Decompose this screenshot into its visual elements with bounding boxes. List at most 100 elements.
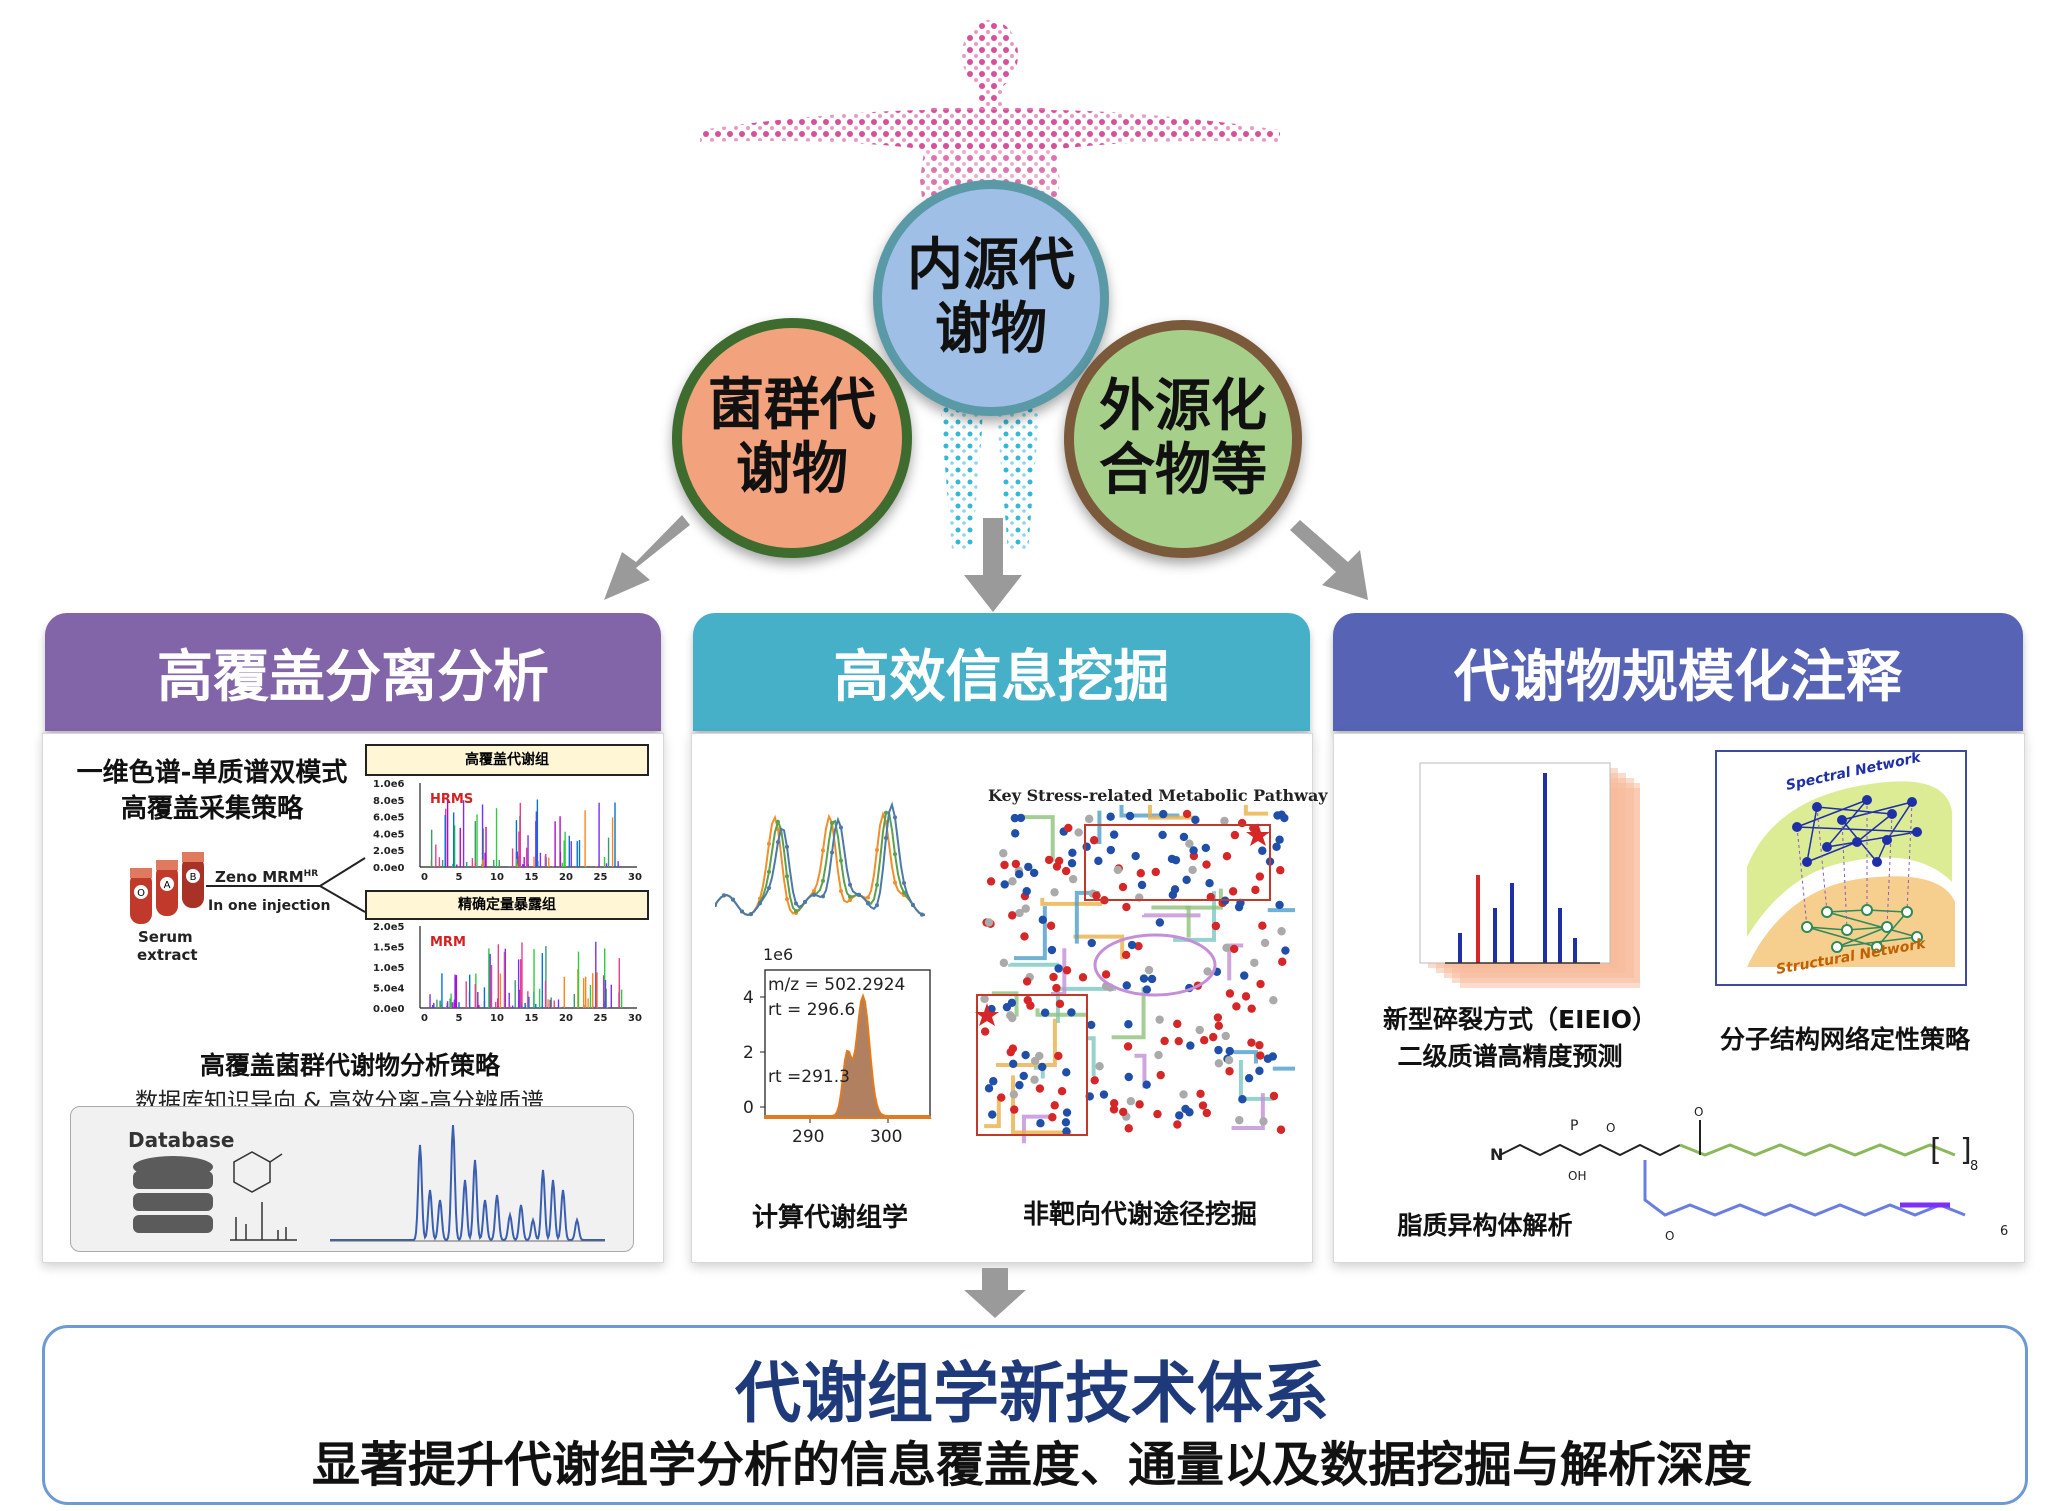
structural-layer [1747, 876, 1955, 967]
pathway-node [1008, 911, 1017, 920]
pathway-node [1054, 964, 1063, 973]
pathway-node [1064, 823, 1073, 833]
tube-label-o: O [137, 888, 145, 899]
peak-point [848, 882, 852, 887]
pathway-edge [1097, 810, 1102, 844]
network-edge [1806, 841, 1858, 863]
pathway-node [1006, 1011, 1015, 1020]
pathway-node [1251, 885, 1260, 895]
pathway-node [1277, 927, 1286, 936]
rt1-label: rt = 296.6 [768, 1000, 855, 1020]
rt2-label: rt =291.3 [768, 1067, 850, 1087]
caption-network: 分子结构网络定性策略 [1719, 1025, 1970, 1054]
pathway-node [1084, 814, 1094, 824]
peak-point [776, 840, 780, 845]
pathway-node [1022, 977, 1032, 986]
peak-point [875, 848, 879, 853]
pathway-node [1142, 1080, 1151, 1089]
pathway-node [1182, 875, 1191, 885]
database-chromatogram [330, 1124, 605, 1242]
nitrogen-atom: N [1490, 1145, 1503, 1164]
pathway-node [984, 918, 994, 927]
pathway-node [1250, 958, 1259, 967]
pathway-node [1015, 908, 1024, 918]
caption-msms-line1: 新型碎裂方式（EIEIO） [1382, 1005, 1657, 1034]
peak-point [715, 903, 717, 907]
spectral-node [1792, 822, 1802, 832]
network-edge [1841, 801, 1913, 821]
pathway-node [1269, 996, 1278, 1005]
pathway-node [1151, 867, 1160, 877]
pathway-node [1126, 1097, 1136, 1106]
pathway-node [1095, 1062, 1104, 1071]
pathway-node [1062, 1068, 1071, 1077]
pathway-edge [1243, 805, 1268, 816]
pathway-node [1225, 989, 1235, 998]
pathway-node [1006, 1047, 1015, 1057]
pathway-node [1118, 882, 1128, 892]
pathway-node [1222, 852, 1232, 861]
pathway-node [1086, 1020, 1096, 1030]
pathway-node [1099, 1090, 1109, 1099]
pathway-node [1202, 1108, 1211, 1118]
star-icon [1246, 823, 1270, 846]
pathway-node [1002, 1002, 1012, 1012]
structural-node [1901, 906, 1913, 918]
pathway-node [1124, 1020, 1133, 1029]
peak-point [767, 885, 771, 890]
pathway-node [1090, 1076, 1099, 1085]
pathway-edge [991, 991, 1019, 1017]
pathway-node [1221, 1031, 1230, 1041]
structural-node [1801, 921, 1813, 933]
network-link [1906, 801, 1913, 913]
bottom-subtitle: 显著提升代谢组学分析的信息覆盖度、通量以及数据挖掘与解析深度 [311, 1437, 1752, 1493]
peak-point [857, 892, 861, 897]
x-tick-label: 30 [628, 872, 642, 883]
x-tick-label: 0 [421, 872, 428, 883]
molecule-spectrum-icon [230, 1151, 297, 1241]
y-tick-label: 5.0e4 [373, 984, 404, 995]
peak-point [839, 858, 843, 863]
bracket-close: ] [1960, 1133, 1972, 1168]
chart1-header-box: 高覆盖代谢组 [365, 744, 649, 776]
pathway-node [1137, 880, 1147, 890]
pathway-node [1020, 932, 1029, 941]
pathway-node [1255, 872, 1265, 881]
pathway-node [1021, 904, 1030, 913]
chart2-header-box: 精确定量暴露组 [365, 890, 649, 920]
spectral-node [1822, 842, 1832, 852]
peak-point [893, 852, 897, 857]
network-edge [1826, 799, 1868, 848]
phosphorus-atom: P [1570, 1118, 1578, 1134]
network-edge [1826, 911, 1918, 938]
pathway-node [1235, 1115, 1244, 1125]
x-tick-label: 300 [870, 1127, 902, 1147]
pathway-node [1156, 1070, 1165, 1080]
pathway-node [1209, 1032, 1218, 1042]
spectrum-layer [1419, 762, 1611, 964]
y-tick-label: 6.0e5 [373, 813, 404, 824]
database-icon [133, 1156, 213, 1233]
peak-trace [715, 811, 926, 917]
peak-point [875, 903, 879, 908]
pathway-node [1067, 1008, 1076, 1017]
spectral-node [1837, 815, 1847, 825]
pathway-node [1278, 957, 1287, 966]
arrow-down-icon [964, 518, 1022, 612]
pathway-node [980, 1027, 990, 1036]
network-edge [1826, 831, 1918, 848]
pathway-node [1122, 902, 1131, 912]
pathway-node [1198, 1101, 1208, 1110]
peak-point [803, 899, 807, 904]
peak-point [785, 897, 789, 902]
pathway-node [1154, 1050, 1163, 1060]
tube-label-b: B [190, 872, 197, 883]
arrows-top [604, 515, 1368, 612]
pathway-node [1214, 1059, 1224, 1068]
pathway-node [1159, 809, 1168, 819]
header-mining: 高效信息挖掘 [693, 613, 1310, 731]
pathway-node [1175, 1111, 1184, 1120]
network-link [1841, 819, 1848, 931]
carbonyl-oxygen: O [1694, 1105, 1703, 1119]
pathway-edge [1233, 1050, 1258, 1064]
